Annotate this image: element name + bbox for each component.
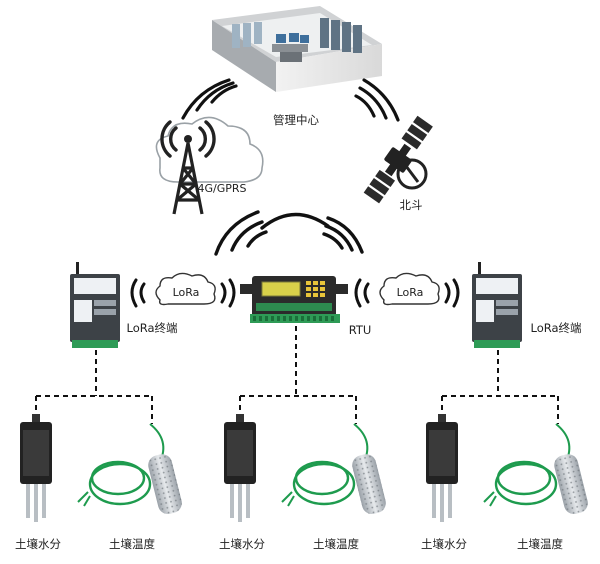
soil-temperature-sensor-3-icon bbox=[483, 423, 588, 515]
soil-moisture-label-3: 土壤水分 bbox=[421, 537, 467, 551]
rtu-label: RTU bbox=[349, 323, 372, 337]
lora-left-cloud-icon bbox=[155, 272, 216, 306]
lora-terminal-left-icon bbox=[70, 262, 120, 348]
cellular-tower-icon bbox=[155, 116, 264, 215]
soil-temperature-label-2: 土壤温度 bbox=[313, 537, 359, 551]
satellite-dish-icon bbox=[396, 158, 428, 190]
rtu-device-icon bbox=[240, 276, 348, 323]
lora-right-label: LoRa bbox=[397, 286, 424, 299]
control-center-left-signal-icon bbox=[181, 78, 238, 120]
lora-right-cloud-icon bbox=[379, 272, 440, 306]
soil-temperature-label-3: 土壤温度 bbox=[517, 537, 563, 551]
soil-moisture-sensor-3-icon bbox=[426, 414, 458, 522]
lora-left-label: LoRa bbox=[173, 286, 200, 299]
soil-temperature-label-1: 土壤温度 bbox=[109, 537, 155, 551]
lora-terminal-right-label: LoRa终端 bbox=[530, 321, 581, 335]
soil-moisture-sensor-2-icon bbox=[224, 414, 256, 522]
lora-terminal-right-icon bbox=[472, 262, 522, 348]
cellular-label: 4G/GPRS bbox=[197, 182, 246, 195]
lora-right-signal-icon bbox=[354, 278, 460, 308]
control-center-right-signal-icon bbox=[354, 78, 400, 122]
control-center-label: 管理中心 bbox=[273, 113, 319, 127]
rtu-up-signal-icon bbox=[214, 210, 364, 256]
control-center-room-icon bbox=[212, 6, 382, 92]
connector-lines bbox=[35, 326, 559, 424]
soil-temperature-sensor-2-icon bbox=[281, 423, 386, 515]
satellite-label: 北斗 bbox=[400, 198, 423, 212]
lora-left-signal-icon bbox=[130, 278, 236, 308]
soil-moisture-label-1: 土壤水分 bbox=[15, 537, 61, 551]
satellite-icon bbox=[362, 114, 435, 206]
soil-moisture-label-2: 土壤水分 bbox=[219, 537, 265, 551]
soil-moisture-sensor-1-icon bbox=[20, 414, 52, 522]
soil-temperature-sensor-1-icon bbox=[77, 423, 182, 515]
lora-terminal-left-label: LoRa终端 bbox=[126, 321, 177, 335]
